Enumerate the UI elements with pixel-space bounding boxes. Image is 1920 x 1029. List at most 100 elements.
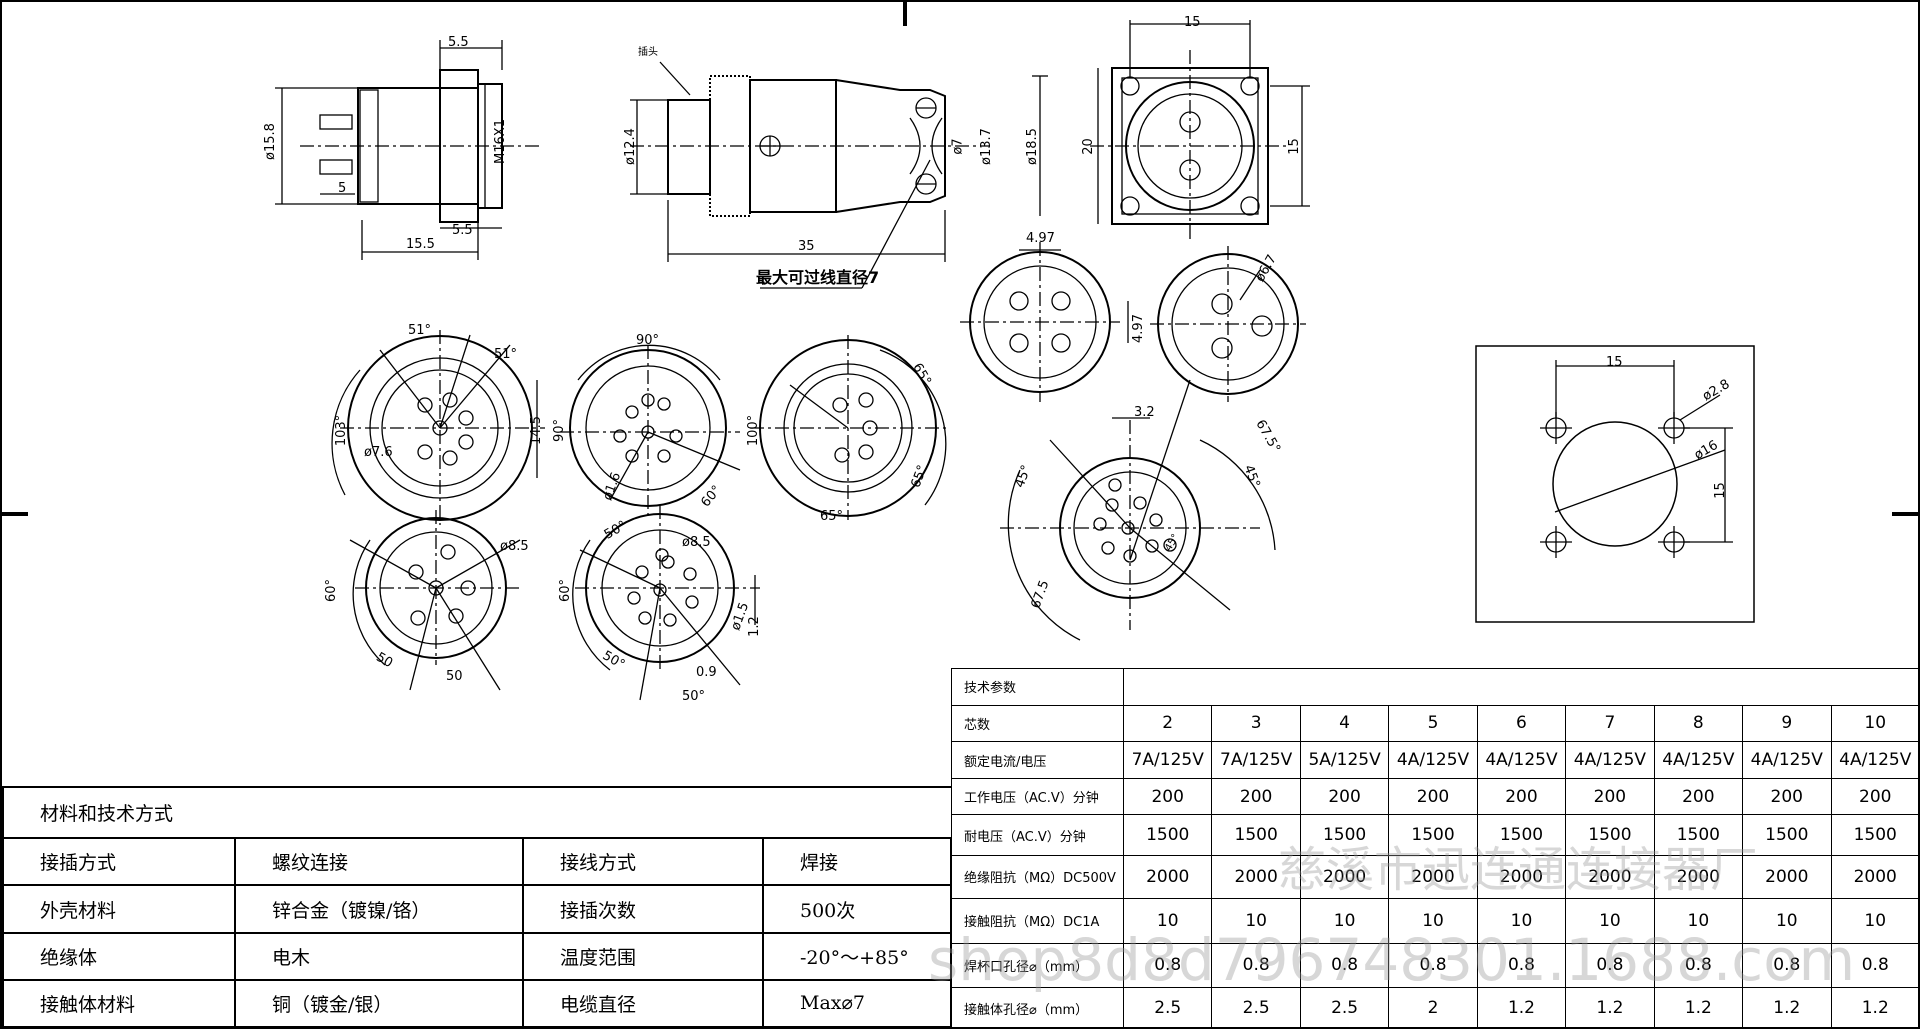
socket-side-view (275, 40, 540, 260)
row-label: 焊杯口孔径⌀（mm） (951, 942, 1124, 989)
dim-label: M16X1 (492, 119, 508, 164)
dim-label: 20 (1080, 138, 1096, 155)
insert-3-pin (1129, 246, 1306, 561)
table-cell: 1.2 (1742, 987, 1832, 1029)
table-cell: 7A/125V (1211, 741, 1301, 779)
table-cell: 2000 (1211, 855, 1301, 899)
plug-note: 最大可过线直径7 (756, 268, 880, 287)
table-cell: 200 (1565, 777, 1655, 816)
table-cell: 10 (1299, 897, 1390, 944)
dim-label: 65° (820, 509, 844, 524)
table-cell: 0.8 (1476, 942, 1567, 989)
table-cell: 4A/125V (1565, 741, 1655, 779)
material-table-header: 材料和技术方式 (2, 785, 951, 840)
dim-label: 5.5 (452, 223, 473, 238)
tech-table-title: 技术参数 (951, 668, 1124, 706)
dim-label: 50 (446, 669, 463, 684)
table-cell: 0.8 (1388, 942, 1478, 989)
table-cell: 4A/125V (1388, 741, 1478, 779)
table-cell: 0.8 (1653, 942, 1744, 989)
table-cell: 接触体材料 (2, 978, 236, 1029)
table-row: 绝缘体 电木 温度范围 -20°～+85° (2, 931, 952, 981)
table-cell: 2000 (1742, 855, 1832, 899)
table-cell: 1500 (1211, 814, 1301, 857)
dim-label: 90° (552, 418, 568, 443)
table-row: 接插方式 螺纹连接 接线方式 焊接 (2, 837, 952, 887)
table-cell: 4A/125V (1742, 741, 1832, 779)
tech-table-header: 技术参数 (951, 668, 1920, 706)
table-cell: 10 (1388, 897, 1478, 944)
table-cell: 0.8 (1211, 942, 1301, 989)
tech-table-blank (1123, 668, 1920, 706)
dim-label: 50° (682, 689, 706, 704)
table-cell: 4A/125V (1653, 741, 1744, 779)
table-cell: 10 (1742, 897, 1832, 944)
material-table-title: 材料和技术方式 (2, 785, 951, 840)
table-cell: 0.8 (1742, 942, 1832, 989)
table-cell: 200 (1299, 777, 1390, 816)
dim-label: ø18.5 (1024, 128, 1040, 165)
dim-label: 15 (1712, 482, 1728, 499)
table-cell: 电缆直径 (522, 978, 764, 1029)
table-cell: 500次 (762, 884, 952, 934)
dim-label: 4.97 (1026, 231, 1055, 246)
table-cell: 1500 (1565, 814, 1655, 857)
insert-6-pin (349, 510, 521, 691)
row-label: 工作电压（AC.V）分钟 (951, 777, 1124, 816)
table-cell: 电木 (234, 931, 524, 981)
table-cell: 4A/125V (1476, 741, 1567, 779)
dim-label: 插头 (638, 47, 658, 58)
table-cell: 10 (1830, 704, 1920, 743)
table-row: 接触体材料 铜（镀金/银） 电缆直径 Max⌀7 (2, 978, 952, 1029)
table-cell: 6 (1476, 704, 1567, 743)
table-cell: 200 (1388, 777, 1478, 816)
table-cell: 0.8 (1830, 942, 1920, 989)
table-cell: 焊接 (762, 837, 952, 887)
table-cell: 0.8 (1299, 942, 1390, 989)
row-label: 芯数 (951, 704, 1124, 743)
table-cell: 1500 (1830, 814, 1920, 857)
table-cell: 5 (1388, 704, 1478, 743)
table-cell: 0.8 (1122, 942, 1213, 989)
table-cell: 200 (1211, 777, 1301, 816)
dim-label: 4.97 (1130, 314, 1146, 343)
table-cell: 2000 (1565, 855, 1655, 899)
table-cell: 1500 (1388, 814, 1478, 857)
table-cell: 1.2 (1830, 987, 1920, 1029)
table-cell: 1.2 (1653, 987, 1744, 1029)
dim-label: 35 (798, 239, 815, 254)
table-cell: 2000 (1653, 855, 1744, 899)
dim-label: 15 (1606, 355, 1623, 370)
table-cell: 2000 (1476, 855, 1567, 899)
dim-label: ø8.5 (682, 535, 711, 550)
insert-4-pin (960, 242, 1129, 402)
table-cell: 2 (1122, 704, 1213, 743)
insert-5-pin (750, 335, 950, 520)
table-cell: 10 (1830, 897, 1920, 944)
table-cell: 外壳材料 (2, 884, 236, 934)
table-cell: 2.5 (1211, 987, 1301, 1029)
dim-label: 90° (636, 333, 660, 348)
table-cell: 10 (1122, 897, 1213, 944)
insert-9-pin (572, 505, 760, 701)
table-cell: 200 (1653, 777, 1744, 816)
dim-label: 60° (324, 578, 340, 603)
table-cell: 200 (1830, 777, 1920, 816)
table-cell: 螺纹连接 (234, 837, 524, 887)
table-cell: 2000 (1299, 855, 1390, 899)
table-cell: 5A/125V (1299, 741, 1390, 779)
row-label: 接触阻抗（MΩ）DC1A (951, 897, 1124, 944)
flange-front-view (1090, 20, 1310, 240)
table-cell: 1.2 (1565, 987, 1655, 1029)
table-cell: 3 (1211, 704, 1301, 743)
table-cell: -20°～+85° (762, 931, 952, 981)
dim-label: 15 (1184, 15, 1201, 30)
table-cell: 接插方式 (2, 837, 236, 887)
